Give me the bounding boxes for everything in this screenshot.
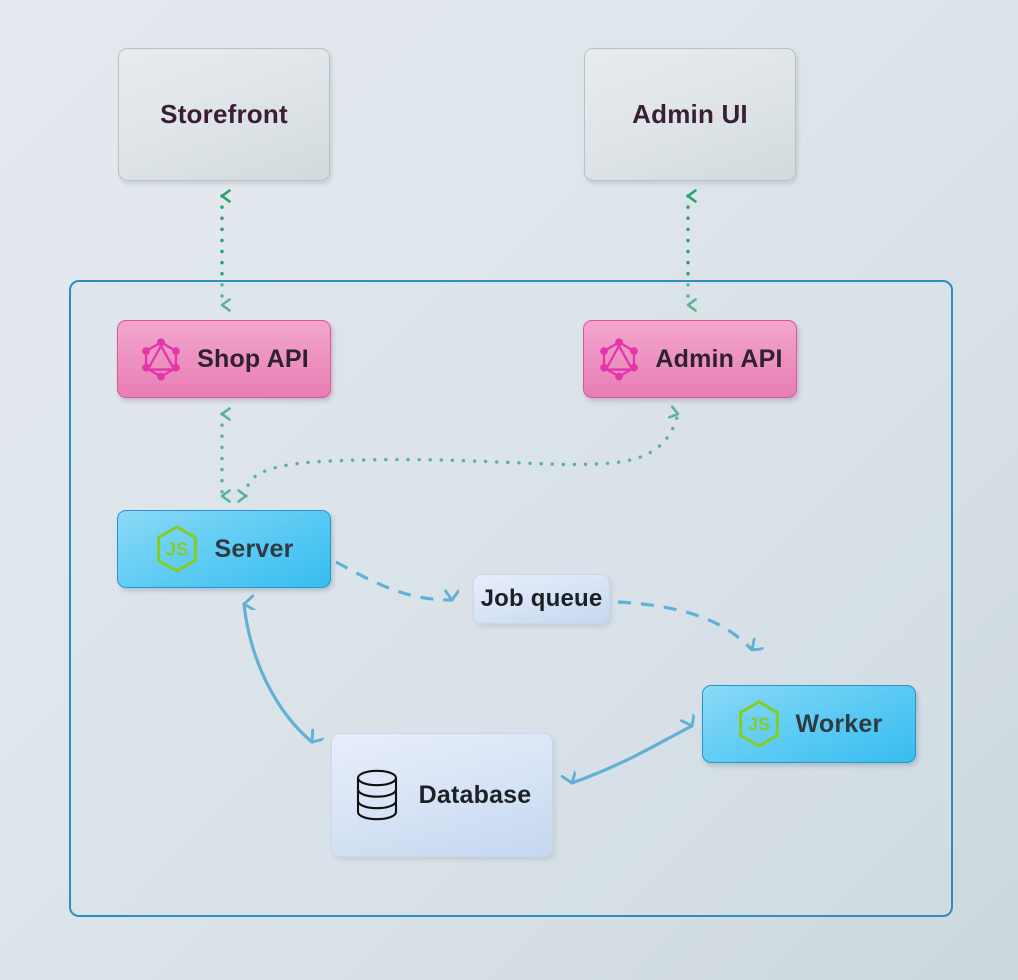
node-worker[interactable]: JS Worker (702, 685, 916, 763)
node-server-label: Server (214, 534, 294, 563)
node-worker-label: Worker (795, 709, 883, 738)
node-shop-api-label: Shop API (197, 344, 309, 373)
node-database[interactable]: Database (331, 733, 553, 857)
svg-text:JS: JS (747, 713, 770, 734)
node-job-queue[interactable]: Job queue (473, 574, 610, 624)
node-storefront-label: Storefront (160, 99, 288, 129)
nodejs-icon: JS (157, 525, 198, 573)
node-admin-ui[interactable]: Admin UI (584, 48, 796, 181)
node-shop-api[interactable]: Shop API (117, 320, 331, 398)
nodejs-icon: JS (738, 700, 779, 748)
svg-text:JS: JS (166, 538, 189, 559)
node-storefront[interactable]: Storefront (118, 48, 330, 181)
graphql-icon (142, 338, 180, 381)
node-server[interactable]: JS Server (117, 510, 331, 588)
node-job-queue-label: Job queue (480, 585, 603, 612)
node-admin-ui-label: Admin UI (632, 99, 748, 129)
node-admin-api-label: Admin API (655, 344, 783, 373)
graphql-icon (600, 338, 639, 381)
node-admin-api[interactable]: Admin API (583, 320, 797, 398)
database-cylinder-icon (356, 769, 397, 821)
node-database-label: Database (418, 780, 532, 809)
